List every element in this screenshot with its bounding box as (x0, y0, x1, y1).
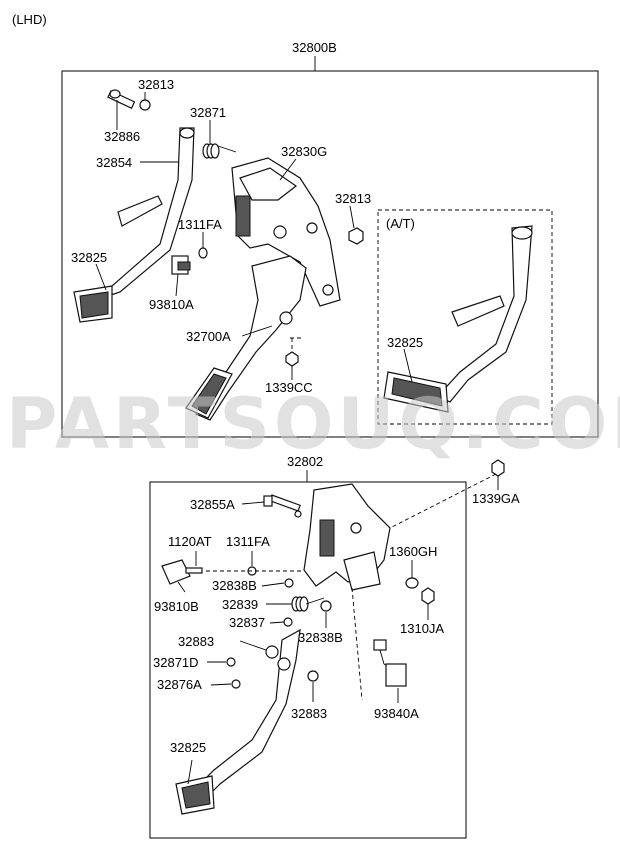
part-label: 32830G (281, 144, 327, 159)
group-frame (61, 70, 599, 438)
nut-1339cc (285, 351, 299, 367)
part-label: 1339CC (265, 380, 313, 395)
accelerator-pedal (185, 255, 307, 421)
part-label: 93810A (149, 297, 194, 312)
at-subgroup-frame (377, 209, 553, 425)
pedal-sensor (373, 639, 407, 687)
nut-1339ga (491, 459, 505, 477)
bushing-32838b (284, 578, 294, 588)
pivot-pin (107, 89, 136, 110)
part-label: 32854 (96, 155, 132, 170)
part-label: 32813 (335, 191, 371, 206)
washer-part (198, 247, 208, 259)
group-code-label: 32802 (287, 454, 323, 469)
part-label: 32871 (190, 105, 226, 120)
bushing-part (139, 99, 151, 111)
part-label: 32883 (178, 634, 214, 649)
variant-label: (LHD) (12, 12, 47, 27)
bushing-32876a (231, 679, 241, 689)
clutch-pedal-arm (175, 628, 301, 815)
washer-1360gh (405, 577, 419, 589)
clutch-pedal-bracket (303, 483, 391, 591)
at-label: (A/T) (386, 216, 415, 231)
bushing-32838b-right (320, 600, 332, 612)
part-label: 32839 (222, 597, 258, 612)
group-32802: 32802 (149, 454, 520, 839)
nut-1310ja (421, 587, 435, 605)
part-label: 32825 (71, 250, 107, 265)
group-32800b: 32800B (A/T) (61, 40, 599, 438)
nut-part (348, 227, 364, 245)
part-label: 32813 (138, 77, 174, 92)
part-label: 32825 (387, 335, 423, 350)
part-label: 32838B (298, 630, 343, 645)
part-label: 32837 (229, 615, 265, 630)
part-label: 32700A (186, 329, 231, 344)
part-label: 1339GA (472, 491, 520, 506)
pivot-bolt (263, 494, 302, 518)
watermark: PARTSOUQ.COM (6, 383, 620, 465)
group-code-label: 32800B (292, 40, 337, 55)
part-label: 32876A (157, 677, 202, 692)
pedal-bracket (231, 157, 341, 307)
part-label: 32838B (212, 578, 257, 593)
clutch-switch (161, 559, 203, 585)
part-label: 1311FA (226, 534, 270, 549)
part-label: 32855A (190, 497, 235, 512)
part-label: 1311FA (178, 217, 222, 232)
stop-lamp-switch (171, 255, 191, 275)
part-label: 93840A (374, 706, 419, 721)
part-label: 1120AT (168, 534, 212, 549)
bushing-32883 (307, 670, 319, 682)
part-label: 32825 (170, 740, 206, 755)
part-label: 32886 (104, 129, 140, 144)
part-label: 32871D (153, 655, 199, 670)
brake-pedal-arm (73, 127, 195, 323)
return-spring (202, 143, 237, 159)
at-brake-pedal (383, 225, 533, 413)
part-label: 1310JA (400, 621, 444, 636)
part-label: 93810B (154, 599, 199, 614)
bushing-32871d (226, 657, 236, 667)
clutch-spring (291, 596, 325, 612)
bushing-32837 (283, 617, 293, 627)
part-label: 32883 (291, 706, 327, 721)
group-frame (149, 481, 467, 839)
part-label: 1360GH (389, 544, 437, 559)
